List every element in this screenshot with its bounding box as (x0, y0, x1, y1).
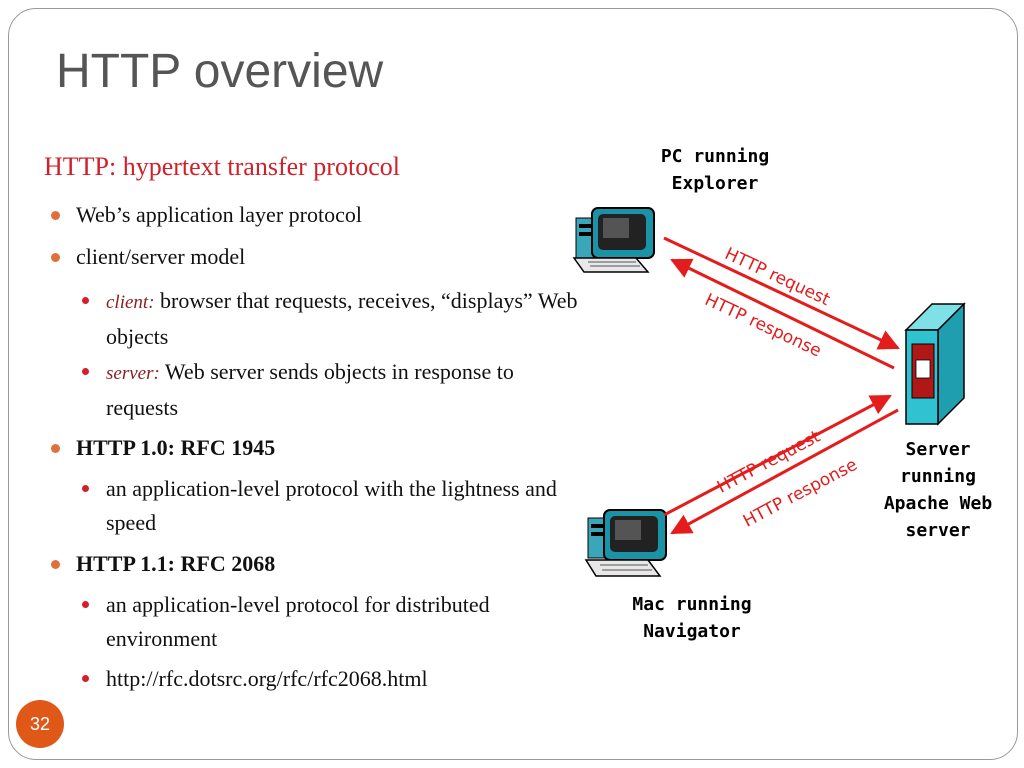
mac-computer-icon (584, 509, 667, 577)
arrow-pc-request (663, 236, 900, 350)
slide-number-badge: 32 (16, 700, 64, 748)
server-label-line2: running (900, 466, 976, 487)
mac-label: Mac running Navigator (612, 591, 772, 645)
arrow-pc-response (670, 258, 895, 370)
arrow-mac-response (670, 408, 899, 535)
mac-label-line1: Mac running (632, 594, 752, 615)
slide-subtitle: HTTP: hypertext transfer protocol (44, 152, 400, 181)
pc-label: PC running Explorer (640, 143, 790, 197)
mac-label-line2: Navigator (643, 621, 741, 642)
bullet-client-server: client/server model (50, 244, 246, 269)
client-description: browser that requests, receives, “displa… (106, 288, 578, 349)
server-label-line1: Server (905, 439, 971, 460)
sub-bullet-rfc-link[interactable]: http://rfc.dotsrc.org/rfc/rfc2068.html (82, 662, 586, 696)
pc-label-line2: Explorer (671, 173, 759, 194)
server-label: Server running Apache Web server (862, 436, 1014, 544)
pc-label-line1: PC running (660, 146, 770, 167)
server-tower-icon (904, 302, 966, 426)
sub-bullet-client: client: browser that requests, receives,… (82, 284, 596, 354)
slide-frame (8, 8, 1018, 760)
sub-bullet-http11: an application-level protocol for distri… (82, 588, 566, 656)
slide-title: HTTP overview (56, 45, 384, 98)
pc-computer-icon (572, 207, 655, 273)
server-label-line4: server (905, 520, 971, 541)
sub-bullet-server: server: Web server sends objects in resp… (82, 355, 586, 425)
bullet-http11: HTTP 1.1: RFC 2068 (50, 551, 276, 576)
client-term: client: (106, 292, 155, 313)
server-description: Web server sends objects in response to … (106, 359, 514, 420)
server-label-line3: Apache Web (883, 493, 993, 514)
arrow-mac-request (663, 394, 892, 517)
bullet-http10: HTTP 1.0: RFC 1945 (50, 435, 276, 460)
server-term: server: (106, 363, 160, 384)
bullet-app-layer: Web’s application layer protocol (51, 202, 362, 227)
sub-bullet-http10: an application-level protocol with the l… (82, 472, 596, 540)
